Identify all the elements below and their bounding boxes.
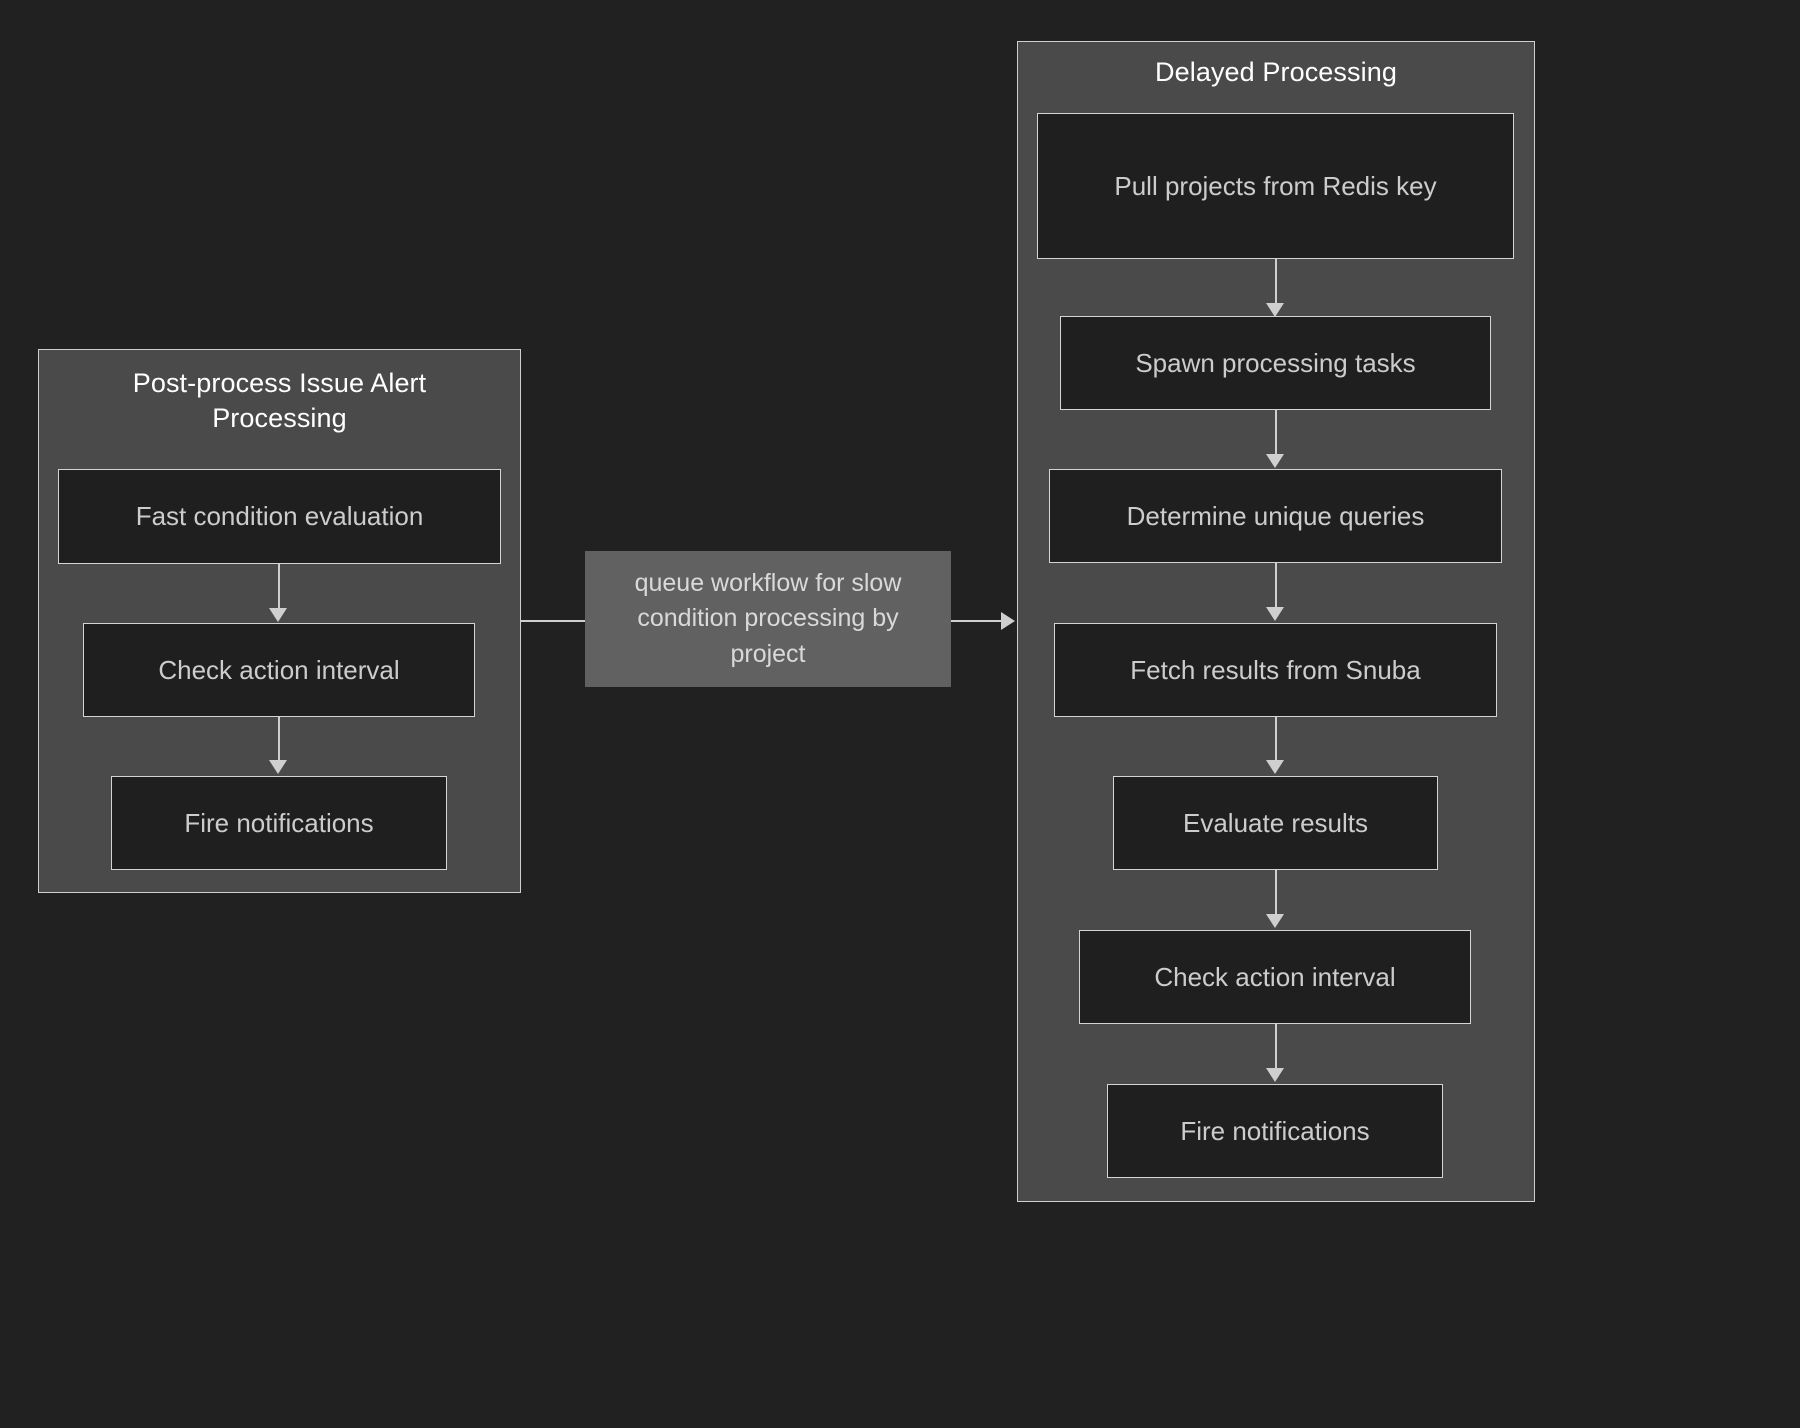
edge-line-fetch-to-evaluate [1275, 717, 1277, 762]
arrow-head-check-to-fire-2 [1266, 1068, 1284, 1082]
edge-line-postprocess-to-delayed-left [521, 620, 585, 622]
edge-line-pull-to-spawn [1275, 259, 1277, 305]
node-fire-notifications[interactable]: Fire notifications [111, 776, 447, 870]
edge-label-queue-workflow: queue workflow for slow condition proces… [585, 551, 951, 687]
node-fetch-results-from-snuba[interactable]: Fetch results from Snuba [1054, 623, 1497, 717]
node-determine-unique-queries[interactable]: Determine unique queries [1049, 469, 1502, 563]
arrow-head-evaluate-to-check [1266, 914, 1284, 928]
edge-line-postprocess-to-delayed-right [951, 620, 1005, 622]
arrow-head-check-to-fire [269, 760, 287, 774]
node-evaluate-results[interactable]: Evaluate results [1113, 776, 1438, 870]
node-check-action-interval-2[interactable]: Check action interval [1079, 930, 1471, 1024]
node-spawn-processing-tasks[interactable]: Spawn processing tasks [1060, 316, 1491, 410]
edge-line-fast-to-check [278, 564, 280, 610]
arrow-head-fetch-to-evaluate [1266, 760, 1284, 774]
edge-line-evaluate-to-check [1275, 870, 1277, 916]
arrow-head-pull-to-spawn [1266, 303, 1284, 317]
arrow-head-fast-to-check [269, 608, 287, 622]
edge-line-check-to-fire-2 [1275, 1024, 1277, 1070]
node-pull-projects-from-redis-key[interactable]: Pull projects from Redis key [1037, 113, 1514, 259]
node-check-action-interval[interactable]: Check action interval [83, 623, 475, 717]
edge-line-check-to-fire [278, 717, 280, 762]
subgraph-post-process-title: Post-process Issue Alert Processing [132, 368, 427, 433]
arrow-head-spawn-to-determine [1266, 454, 1284, 468]
arrow-head-determine-to-fetch [1266, 607, 1284, 621]
edge-line-spawn-to-determine [1275, 410, 1277, 456]
arrow-head-postprocess-to-delayed [1001, 612, 1015, 630]
node-fast-condition-evaluation[interactable]: Fast condition evaluation [58, 469, 501, 564]
node-fire-notifications-2[interactable]: Fire notifications [1107, 1084, 1443, 1178]
subgraph-delayed-processing-title: Delayed Processing [1155, 57, 1397, 87]
edge-line-determine-to-fetch [1275, 563, 1277, 609]
